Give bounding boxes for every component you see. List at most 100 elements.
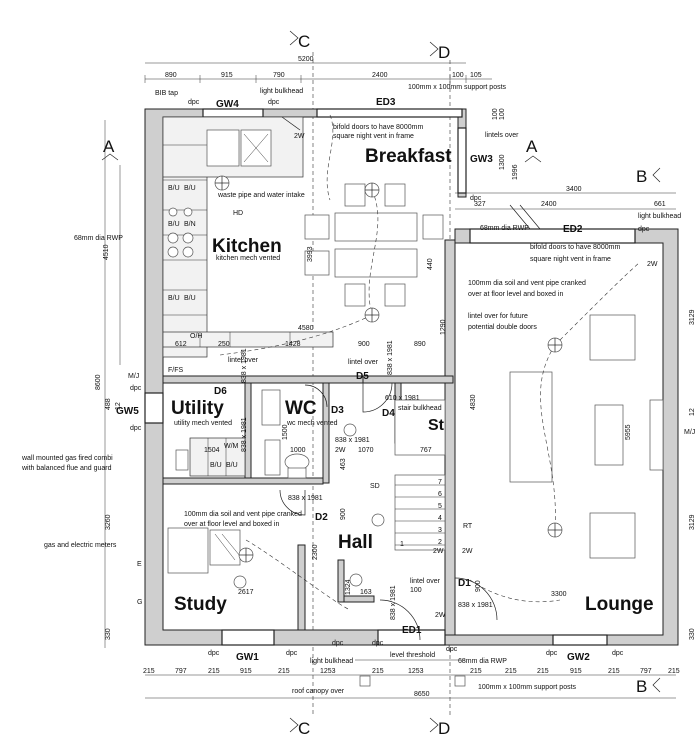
svg-text:light bulkhead: light bulkhead <box>260 88 303 95</box>
svg-text:2400: 2400 <box>541 201 557 208</box>
external-walls <box>144 108 679 646</box>
breakfast-table <box>304 183 444 307</box>
code-gw5: GW5 <box>116 406 139 417</box>
svg-text:roof canopy over: roof canopy over <box>292 688 345 695</box>
code-gw4: GW4 <box>216 99 239 110</box>
svg-text:915: 915 <box>570 668 582 675</box>
svg-text:838 x 1981: 838 x 1981 <box>241 417 248 452</box>
svg-text:5200: 5200 <box>298 56 314 63</box>
svg-text:4580: 4580 <box>298 325 314 332</box>
svg-text:488: 488 <box>105 398 112 410</box>
code-d2: D2 <box>315 512 328 523</box>
section-marker-b-bottom: B <box>636 677 661 696</box>
svg-text:2W: 2W <box>335 447 346 454</box>
svg-text:12: 12 <box>689 408 696 416</box>
svg-text:light bulkhead: light bulkhead <box>638 213 681 220</box>
svg-text:2W: 2W <box>462 548 473 555</box>
svg-text:3129: 3129 <box>689 309 696 325</box>
svg-text:1290: 1290 <box>440 319 447 335</box>
svg-text:8600: 8600 <box>95 374 102 390</box>
svg-text:463: 463 <box>340 458 347 470</box>
svg-text:1: 1 <box>400 541 404 548</box>
section-marker-d-top: D <box>429 41 450 62</box>
code-gw3: GW3 <box>470 154 493 165</box>
annotations: BIB tap dpc light bulkhead dpc bifold do… <box>21 88 681 665</box>
window-ed2 <box>469 228 636 244</box>
code-d6: D6 <box>214 386 227 397</box>
svg-text:lintel over: lintel over <box>228 357 259 364</box>
room-label-hall: Hall <box>338 532 373 553</box>
svg-text:lintel over for future: lintel over for future <box>468 313 528 320</box>
left-dimensions: 4510 8600 488 12 3260 330 <box>95 120 122 648</box>
window-gw5 <box>144 392 164 424</box>
svg-text:E: E <box>137 561 142 568</box>
svg-text:5: 5 <box>438 503 442 510</box>
svg-text:4: 4 <box>438 515 442 522</box>
window-gw2 <box>552 634 608 646</box>
svg-text:3993: 3993 <box>307 246 314 262</box>
svg-text:215: 215 <box>278 668 290 675</box>
svg-text:stair bulkhead: stair bulkhead <box>398 405 442 412</box>
svg-text:215: 215 <box>608 668 620 675</box>
svg-text:gas and electric meters: gas and electric meters <box>44 542 117 549</box>
svg-text:215: 215 <box>372 668 384 675</box>
svg-text:BIB tap: BIB tap <box>155 90 178 97</box>
svg-text:dpc: dpc <box>130 425 142 432</box>
svg-text:100mm dia soil and vent pipe c: 100mm dia soil and vent pipe cranked <box>468 280 586 287</box>
svg-text:2W: 2W <box>433 548 444 555</box>
window-ed1 <box>377 629 446 646</box>
svg-text:HD: HD <box>233 210 243 217</box>
svg-text:dpc: dpc <box>470 195 482 202</box>
section-marker-c-top: C <box>289 30 310 51</box>
svg-text:M/J: M/J <box>684 429 695 436</box>
svg-text:2617: 2617 <box>238 589 254 596</box>
section-label: A <box>103 137 115 156</box>
svg-text:68mm dia RWP: 68mm dia RWP <box>480 225 529 232</box>
svg-text:1070: 1070 <box>358 447 374 454</box>
svg-text:M/J: M/J <box>128 373 139 380</box>
svg-text:over at floor level and boxed: over at floor level and boxed in <box>184 521 279 528</box>
svg-text:330: 330 <box>689 628 696 640</box>
svg-text:100mm x 100mm support posts: 100mm x 100mm support posts <box>478 684 577 691</box>
svg-text:lintels over: lintels over <box>485 132 519 139</box>
code-ed2: ED2 <box>563 224 583 235</box>
svg-text:797: 797 <box>640 668 652 675</box>
svg-text:waste pipe and water intake: waste pipe and water intake <box>217 192 305 199</box>
svg-text:4830: 4830 <box>470 394 477 410</box>
svg-text:100: 100 <box>499 108 506 120</box>
svg-text:potential double doors: potential double doors <box>468 324 537 331</box>
svg-text:utility mech vented: utility mech vented <box>174 420 232 427</box>
section-label: D <box>438 719 450 738</box>
svg-text:215: 215 <box>668 668 680 675</box>
svg-text:1428: 1428 <box>285 341 301 348</box>
svg-text:900: 900 <box>358 341 370 348</box>
svg-text:B/U: B/U <box>184 185 196 192</box>
svg-text:838 x 1981: 838 x 1981 <box>288 495 323 502</box>
svg-text:915: 915 <box>240 668 252 675</box>
svg-text:F/FS: F/FS <box>168 367 183 374</box>
code-ed1: ED1 <box>402 625 422 636</box>
svg-text:610 x 1981: 610 x 1981 <box>385 395 420 402</box>
svg-text:B/U: B/U <box>168 221 180 228</box>
room-label-lounge: Lounge <box>585 594 654 615</box>
window-ed3 <box>316 108 463 118</box>
svg-text:dpc: dpc <box>612 650 624 657</box>
svg-text:wc mech vented: wc mech vented <box>286 420 338 427</box>
svg-text:level threshold: level threshold <box>390 652 435 659</box>
svg-text:8650: 8650 <box>414 691 430 698</box>
section-label: A <box>526 137 538 156</box>
svg-text:B/U: B/U <box>168 295 180 302</box>
svg-text:dpc: dpc <box>130 385 142 392</box>
window-gw1 <box>221 629 275 646</box>
window-gw4 <box>202 108 264 118</box>
svg-text:dpc: dpc <box>188 99 200 106</box>
svg-text:100mm x 100mm support posts: 100mm x 100mm support posts <box>408 84 507 91</box>
svg-text:790: 790 <box>273 72 285 79</box>
svg-text:890: 890 <box>414 341 426 348</box>
section-marker-a-left: A <box>101 137 119 161</box>
svg-text:661: 661 <box>654 201 666 208</box>
svg-text:dpc: dpc <box>372 640 384 647</box>
svg-text:215: 215 <box>208 668 220 675</box>
svg-text:3400: 3400 <box>566 186 582 193</box>
staircase <box>394 399 446 551</box>
